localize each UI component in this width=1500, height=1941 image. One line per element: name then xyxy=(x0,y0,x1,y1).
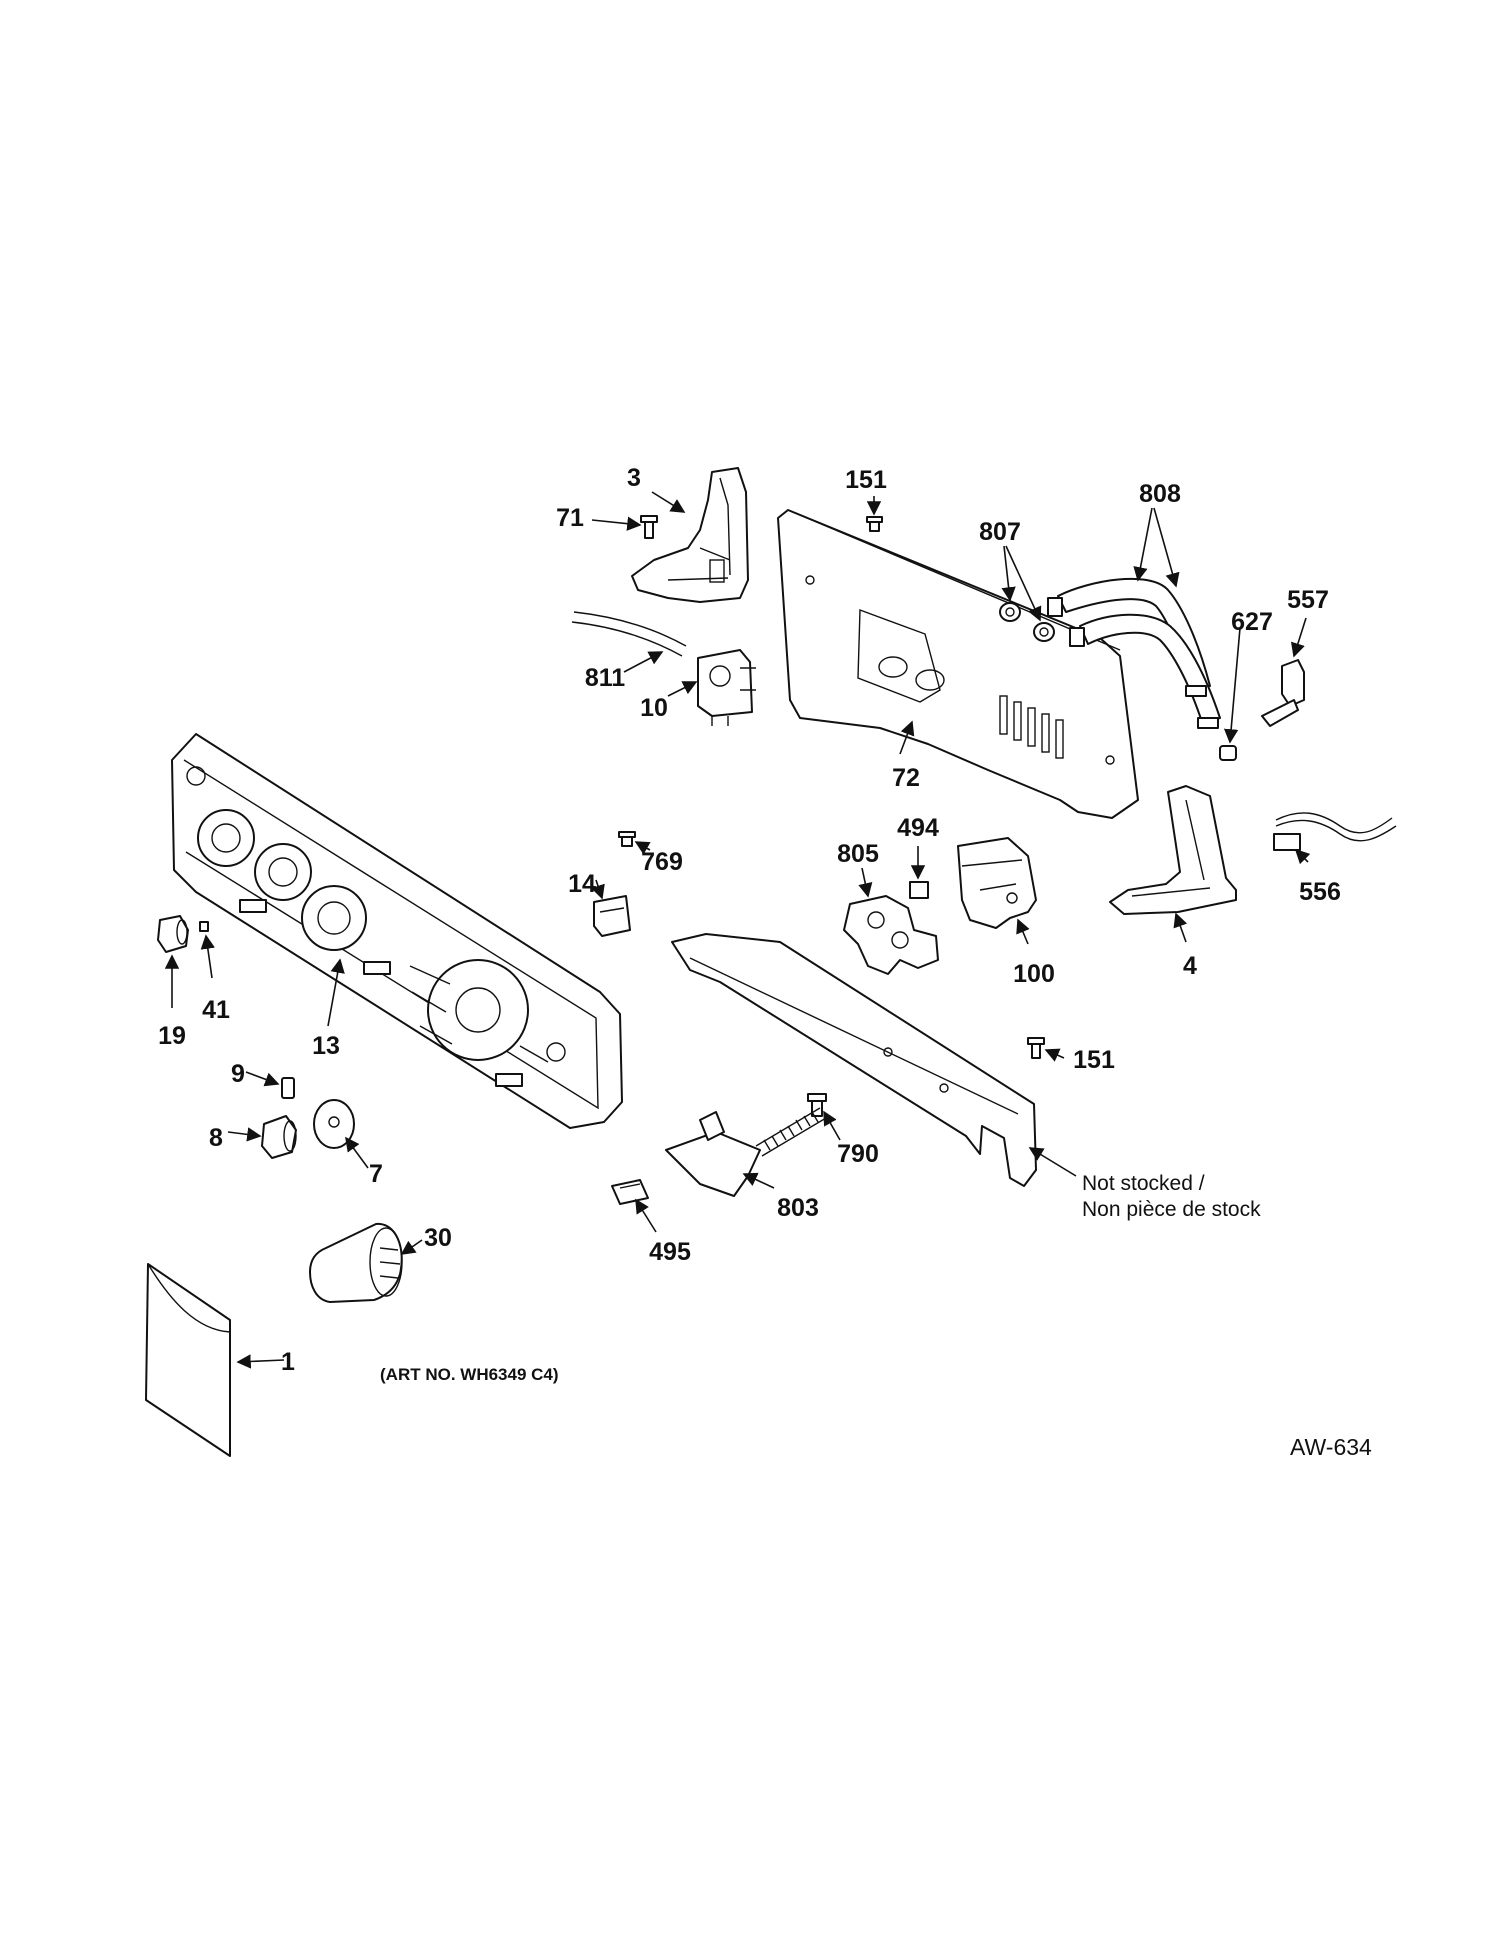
callout-803: 803 xyxy=(777,1194,819,1222)
callout-557: 557 xyxy=(1287,586,1329,614)
callout-7: 7 xyxy=(369,1160,383,1188)
callout-10: 10 xyxy=(640,694,668,722)
part-557-cord-bracket-drawing xyxy=(1261,659,1305,727)
part-151-screw-top-drawing xyxy=(866,516,883,532)
part-71-screw-drawing xyxy=(640,515,658,539)
callout-807: 807 xyxy=(979,518,1021,546)
callout-72: 72 xyxy=(892,764,920,792)
callout-811: 811 xyxy=(585,664,625,692)
part-10-switch-drawing xyxy=(697,649,756,726)
part-803-dispenser-drawing xyxy=(665,1107,827,1197)
part-7-dial-drawing xyxy=(313,1099,355,1149)
part-769-screw-drawing xyxy=(618,831,636,847)
part-30-capacitor-drawing xyxy=(309,1222,403,1303)
part-14-bracket-drawing xyxy=(593,895,631,937)
callout-805: 805 xyxy=(837,840,879,868)
callout-41: 41 xyxy=(202,996,230,1024)
diagram-code: AW-634 xyxy=(1290,1434,1372,1460)
part-4-bracket-drawing xyxy=(1109,785,1237,915)
not-stocked-rail-drawing xyxy=(671,933,1037,1187)
part-8-knob-drawing xyxy=(261,1115,297,1159)
part-494-clip-drawing xyxy=(909,881,929,899)
not-stocked-note-line-1: Not stocked / xyxy=(1082,1172,1205,1195)
part-495-clip-drawing xyxy=(611,1179,649,1205)
not-stocked-note-line-2: Non pièce de stock xyxy=(1082,1198,1261,1221)
callout-769: 769 xyxy=(641,848,683,876)
callout-19: 19 xyxy=(158,1022,186,1050)
part-151-screw-lower-drawing xyxy=(1027,1037,1045,1059)
callout-1: 1 xyxy=(281,1348,295,1376)
part-72-rear-panel-drawing xyxy=(777,509,1139,819)
callout-numbers: 3 71 151 808 807 557 627 811 10 72 769 8… xyxy=(158,464,1341,1376)
part-41-pin-drawing xyxy=(199,921,209,932)
part-13-control-panel-drawing xyxy=(171,733,623,1129)
part-556-harness-drawing xyxy=(1273,812,1397,851)
part-1-literature-drawing xyxy=(145,1263,231,1457)
callout-8: 8 xyxy=(209,1124,223,1152)
part-811-tube-drawing xyxy=(571,611,687,657)
part-790-screw-drawing xyxy=(807,1093,827,1117)
callout-9: 9 xyxy=(231,1060,245,1088)
part-19-knob-drawing xyxy=(157,915,189,953)
callout-151-top: 151 xyxy=(845,466,887,494)
callout-494: 494 xyxy=(897,814,939,842)
callout-3: 3 xyxy=(627,464,641,492)
part-3-bracket-drawing xyxy=(631,467,749,603)
callout-14: 14 xyxy=(568,870,596,898)
part-807-washers-drawing xyxy=(999,602,1055,642)
part-805-valve-drawing xyxy=(843,895,939,975)
callout-495: 495 xyxy=(649,1238,691,1266)
callout-71: 71 xyxy=(556,504,584,532)
callout-627: 627 xyxy=(1231,608,1273,636)
callout-30: 30 xyxy=(424,1224,452,1252)
part-9-clip-drawing xyxy=(281,1077,295,1099)
part-100-pressure-switch-drawing xyxy=(957,837,1037,929)
callout-790: 790 xyxy=(837,1140,879,1168)
callout-556: 556 xyxy=(1299,878,1341,906)
leader-lines xyxy=(164,491,1311,1369)
callout-13: 13 xyxy=(312,1032,340,1060)
callout-151-lower: 151 xyxy=(1073,1046,1115,1074)
part-627-clip-drawing xyxy=(1219,745,1237,761)
art-number: (ART NO. WH6349 C4) xyxy=(380,1365,559,1384)
callout-100: 100 xyxy=(1013,960,1055,988)
callout-808: 808 xyxy=(1139,480,1181,508)
callout-4: 4 xyxy=(1183,952,1197,980)
